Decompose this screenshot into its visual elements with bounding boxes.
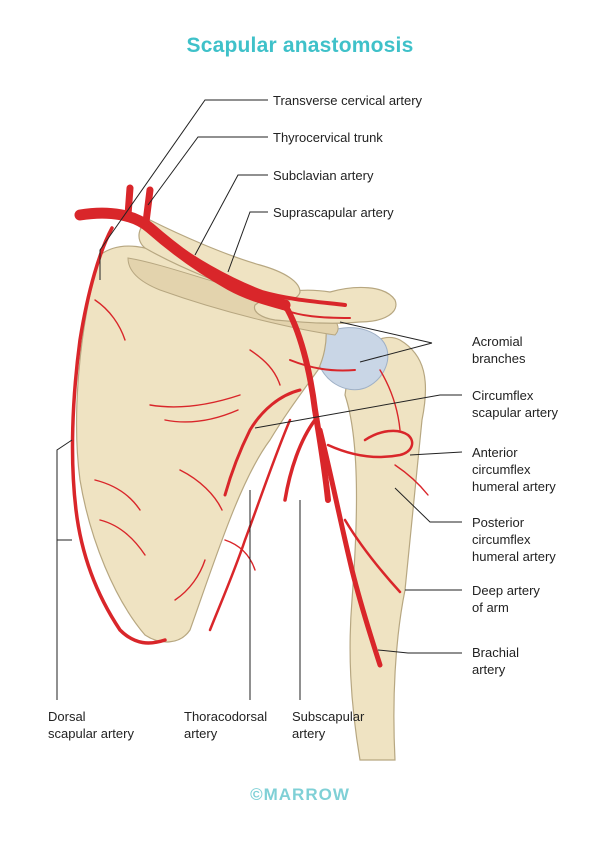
circumflex-humeral-vessel — [326, 429, 414, 459]
suprascapular-vessel — [156, 230, 347, 307]
label-line: Anterior — [472, 445, 518, 460]
leader-dorsal-scapular — [56, 539, 72, 700]
label-line: circumflex — [472, 532, 531, 547]
label-circumflex-scapular-artery: Circumflex scapular artery — [472, 387, 558, 421]
label-subclavian-artery: Subclavian artery — [273, 168, 374, 183]
thoracodorsal-vessel — [208, 418, 292, 632]
label-line: artery — [292, 726, 326, 741]
label-line: humeral artery — [472, 549, 556, 564]
leader-brachial — [377, 649, 462, 654]
acromial-branch-vessel — [284, 309, 351, 319]
leader-dorsal-scapular-b — [56, 439, 73, 540]
label-acromial-branches: Acromial branches — [472, 333, 525, 367]
label-suprascapular-artery: Suprascapular artery — [273, 205, 394, 220]
deep-artery-vessel — [343, 518, 402, 594]
thyrocervical-vessel — [124, 184, 134, 219]
label-line: Acromial — [472, 334, 523, 349]
label-line: circumflex — [472, 462, 531, 477]
fine-branches — [94, 299, 429, 601]
humerus — [344, 336, 427, 761]
bones — [76, 219, 427, 761]
acromial-branch-vessel-2 — [289, 359, 356, 372]
leader-posterior-circumflex — [394, 487, 462, 523]
label-thoracodorsal-artery: Thoracodorsal artery — [184, 708, 267, 742]
leader-acromial-b — [359, 342, 433, 363]
brachial-vessel — [317, 427, 383, 668]
label-line: scapular artery — [472, 405, 558, 420]
label-line: Circumflex — [472, 388, 534, 403]
label-line: Brachial — [472, 645, 519, 660]
label-line: Subscapular — [292, 709, 365, 724]
glenoid-cartilage — [317, 327, 389, 391]
label-line: humeral artery — [472, 479, 556, 494]
label-line: artery — [184, 726, 218, 741]
axillary-vessel — [282, 302, 331, 503]
leader-circumflex-scapular — [254, 394, 462, 429]
label-line: branches — [472, 351, 526, 366]
label-line: scapular artery — [48, 726, 134, 741]
dorsal-scapular-vessel — [70, 226, 167, 645]
leader-acromial-a — [339, 321, 433, 344]
label-anterior-circumflex-humeral-artery: Anterior circumflex humeral artery — [472, 444, 556, 495]
label-dorsal-scapular-artery: Dorsal scapular artery — [48, 708, 134, 742]
label-transverse-cervical-artery: Transverse cervical artery — [273, 93, 423, 108]
leader-thyrocervical — [147, 136, 268, 206]
label-line: Posterior — [472, 515, 525, 530]
label-brachial-artery: Brachial artery — [472, 644, 519, 678]
label-line: Dorsal — [48, 709, 86, 724]
subscapular-vessel — [283, 418, 317, 502]
transverse-cervical-vessel — [142, 186, 154, 226]
label-line: of arm — [472, 600, 509, 615]
leader-anterior-circumflex — [409, 451, 463, 456]
label-posterior-circumflex-humeral-artery: Posterior circumflex humeral artery — [472, 514, 556, 565]
leader-lines — [56, 99, 463, 700]
label-deep-artery-of-arm: Deep artery of arm — [472, 582, 540, 616]
label-line: Thoracodorsal — [184, 709, 268, 724]
diagram-title: Scapular anastomosis — [186, 34, 414, 57]
leader-suprascapular — [227, 211, 268, 273]
leader-subclavian — [194, 174, 268, 256]
marrow-logo: ©MARROW — [250, 785, 350, 804]
label-subscapular-artery: Subscapular artery — [292, 708, 364, 742]
arteries — [70, 184, 429, 668]
label-line: artery — [472, 662, 506, 677]
label-thyrocervical-trunk: Thyrocervical trunk — [273, 130, 383, 145]
subclavian-artery-vessel — [74, 207, 291, 311]
label-line: Deep artery — [472, 583, 540, 598]
leader-transverse-cervical — [99, 99, 268, 280]
circumflex-scapular-vessel — [223, 388, 302, 497]
